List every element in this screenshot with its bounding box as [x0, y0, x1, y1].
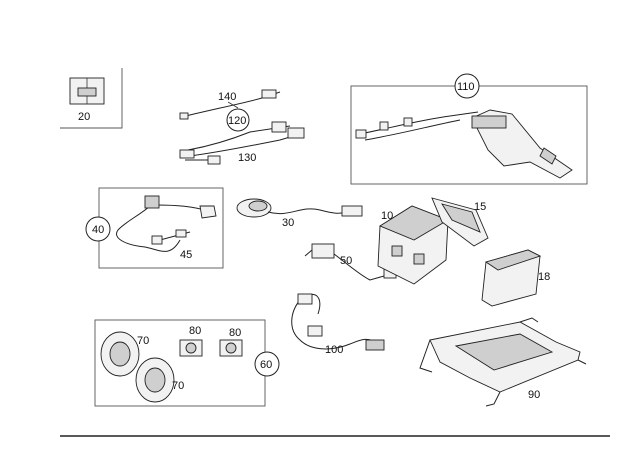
callout-circle-40: [85, 216, 111, 242]
part-10-head-unit[interactable]: 10: [377, 205, 450, 285]
callout-circle-120: [226, 108, 250, 132]
part-18-control-box[interactable]: 18: [481, 249, 550, 307]
part-40-frame: [98, 187, 224, 269]
callout-18: 18: [538, 271, 550, 283]
callout-40: 40: [92, 224, 104, 236]
part-15-display[interactable]: 15: [431, 197, 489, 247]
part-50-module[interactable]: 50: [304, 243, 397, 281]
callout-80b: 80: [229, 327, 241, 339]
callout-140: 140: [218, 91, 236, 103]
callout-50: 50: [340, 255, 352, 267]
part-110-kit[interactable]: 110: [350, 73, 588, 185]
callout-90: 90: [528, 389, 540, 401]
part-100-loom[interactable]: 100: [291, 293, 385, 356]
callout-20: 20: [78, 111, 90, 123]
part-40-45-antenna[interactable]: 40 45: [85, 187, 224, 269]
callout-110: 110: [457, 81, 475, 93]
part-90-bracket[interactable]: 90: [419, 317, 587, 407]
callout-100: 100: [325, 344, 343, 356]
callout-circle-110: [454, 73, 480, 99]
callout-70b: 70: [172, 380, 184, 392]
callout-120: 120: [228, 115, 246, 127]
part-60-70-80-speakers[interactable]: 70 70 80 80 60: [94, 319, 280, 407]
callout-15: 15: [474, 201, 486, 213]
callout-80a: 80: [189, 325, 201, 337]
callout-circle-60: [254, 351, 280, 377]
callout-10: 10: [381, 210, 393, 222]
callout-60: 60: [260, 359, 272, 371]
callout-70a: 70: [137, 335, 149, 347]
callout-30: 30: [282, 217, 294, 229]
callout-45: 45: [180, 249, 192, 261]
callout-130: 130: [238, 152, 256, 164]
part-120-130-140-harness[interactable]: 120 140 130: [179, 89, 305, 165]
part-20-manual[interactable]: 20: [60, 68, 123, 129]
part-30-controller[interactable]: 30: [236, 198, 363, 229]
